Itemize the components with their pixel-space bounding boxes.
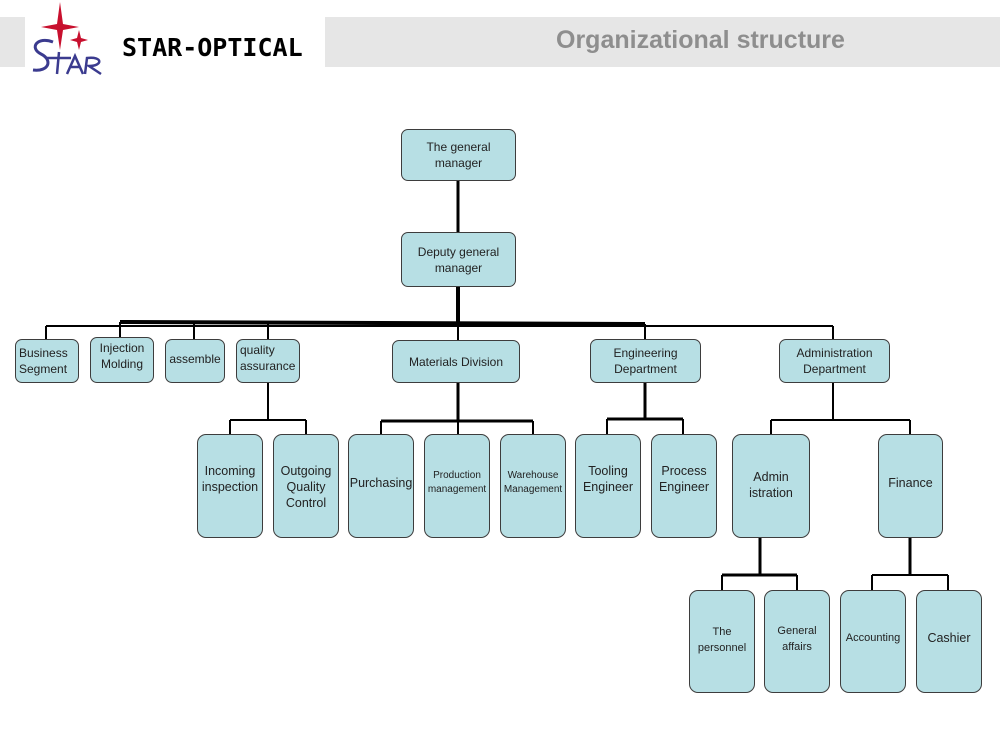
- node-deputy-general-manager: Deputy general manager: [401, 232, 516, 287]
- node-business-segment: Business Segment: [15, 339, 79, 383]
- node-incoming-inspection: Incoming inspection: [197, 434, 263, 538]
- node-process-engineer: Process Engineer: [651, 434, 717, 538]
- node-administration-department: Administration Department: [779, 339, 890, 383]
- node-engineering-department: Engineering Department: [590, 339, 701, 383]
- node-administration: Admin istration: [732, 434, 810, 538]
- node-tooling-engineer: Tooling Engineer: [575, 434, 641, 538]
- node-outgoing-quality-control: Outgoing Quality Control: [273, 434, 339, 538]
- logo: [25, 0, 325, 76]
- node-injection-molding: Injection Molding: [90, 337, 154, 383]
- node-the-personnel: The personnel: [689, 590, 755, 693]
- node-assemble: assemble: [165, 339, 225, 383]
- node-general-manager: The general manager: [401, 129, 516, 181]
- node-production-management: Production management: [424, 434, 490, 538]
- node-purchasing: Purchasing: [348, 434, 414, 538]
- page-title: Organizational structure: [556, 26, 845, 54]
- node-quality-assurance: quality assurance: [236, 339, 300, 383]
- star-logo-icon: [32, 2, 102, 76]
- node-general-affairs: General affairs: [764, 590, 830, 693]
- node-cashier: Cashier: [916, 590, 982, 693]
- node-materials-division: Materials Division: [392, 340, 520, 383]
- brand-name: STAR-OPTICAL: [122, 33, 303, 62]
- node-finance: Finance: [878, 434, 943, 538]
- node-accounting: Accounting: [840, 590, 906, 693]
- node-warehouse-management: Warehouse Management: [500, 434, 566, 538]
